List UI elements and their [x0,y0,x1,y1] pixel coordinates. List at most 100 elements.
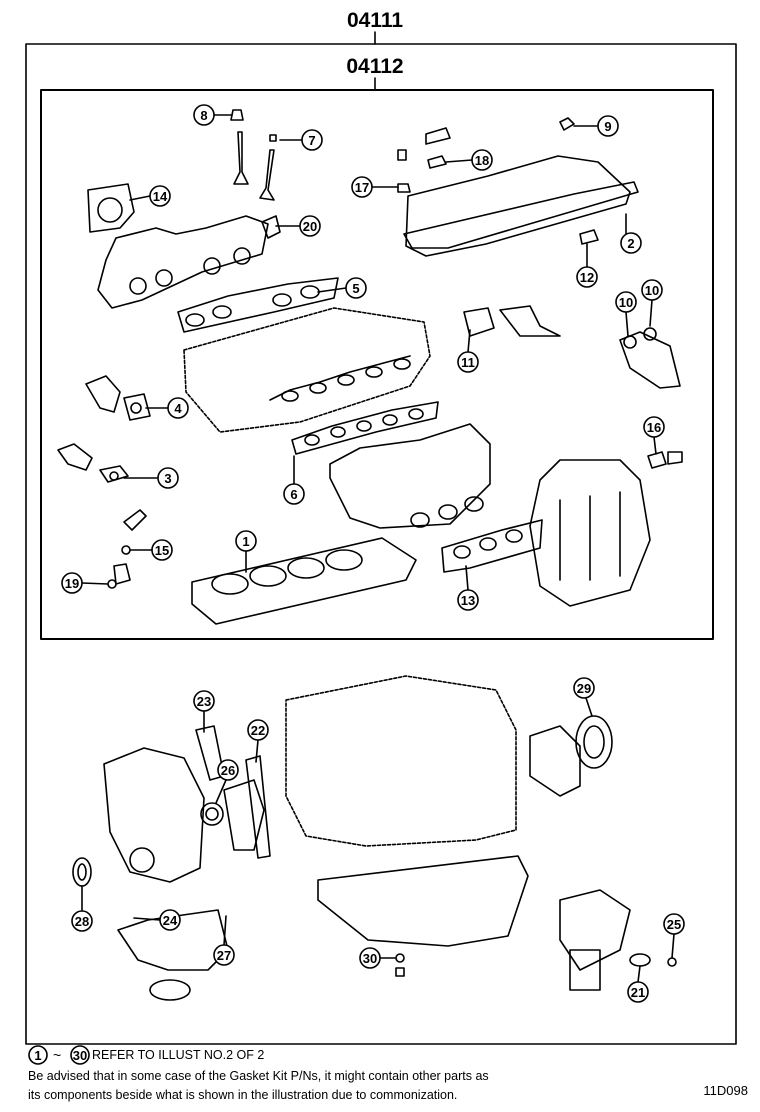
gasket-22 [245,755,271,859]
svg-text:30: 30 [73,1048,87,1063]
inner-frame [40,89,714,640]
callout-13: 13 [457,565,479,611]
svg-text:28: 28 [75,914,89,929]
svg-text:27: 27 [217,948,231,963]
intake-gasket-5 [177,277,339,333]
water-pump [223,779,265,851]
callout-5: 5 [317,277,367,299]
note-range-end: 30 [70,1045,90,1065]
header-top-code: 04111 [347,9,403,32]
callout-16: 16 [643,416,665,455]
seal-28 [72,857,92,887]
callout-24: 24 [133,909,181,931]
svg-text:23: 23 [197,694,211,709]
svg-text:16: 16 [647,420,661,435]
throttle-gasket [87,183,135,233]
callout-30: 30 [359,947,397,969]
svg-text:8: 8 [200,108,207,123]
callout-10b: 10 [641,279,663,327]
water-bypass [463,305,681,389]
svg-text:1: 1 [34,1048,41,1063]
note-range-start: 1 [28,1045,48,1065]
callout-18: 18 [445,149,493,171]
callout-1: 1 [235,530,257,573]
gasket-20 [261,215,281,239]
callout-4: 4 [145,397,189,419]
header-sub-code: 04112 [346,55,403,78]
callout-6: 6 [283,455,305,505]
intake-gasket-13 [441,519,543,573]
thermostat-parts [57,443,129,483]
svg-text:24: 24 [163,913,178,928]
drain-plug-30 [395,953,405,977]
svg-text:15: 15 [155,543,169,558]
oil-filter-parts [559,889,677,991]
callout-2: 2 [620,213,642,254]
outer-frame [25,43,737,1045]
callout-9: 9 [573,115,619,137]
callout-20: 20 [275,215,321,237]
callout-23: 23 [193,690,215,733]
svg-text:10: 10 [645,283,659,298]
svg-text:17: 17 [355,180,369,195]
svg-text:18: 18 [475,153,489,168]
svg-text:10: 10 [619,295,633,310]
callout-26: 26 [215,759,239,804]
cylinder-block [285,675,517,847]
callout-12: 12 [576,243,598,288]
head-gasket-1 [191,537,417,625]
svg-text:22: 22 [251,723,265,738]
svg-text:19: 19 [65,576,79,591]
callout-3: 3 [123,467,179,489]
rear-oil-seal [529,715,613,797]
note-line-1: REFER TO ILLUST NO.2 OF 2 [92,1048,265,1062]
note-tilde: ~ [53,1047,61,1063]
exhaust-gasket-6 [291,401,439,455]
exhaust-manifold [329,423,491,529]
callout-27: 27 [213,915,235,966]
callout-8: 8 [193,104,233,126]
intake-manifold-lower [529,459,651,607]
callout-14: 14 [129,185,171,207]
callout-25: 25 [663,913,685,959]
svg-text:11: 11 [461,355,475,370]
svg-text:26: 26 [221,763,235,778]
callout-29: 29 [573,677,595,717]
svg-text:30: 30 [363,951,377,966]
note-line-3: its components beside what is shown in t… [28,1088,458,1102]
callout-7: 7 [279,129,323,151]
intake-manifold-upper [97,215,269,309]
svg-text:13: 13 [461,593,475,608]
svg-text:14: 14 [153,189,168,204]
oil-seal-26 [200,802,224,826]
svg-text:6: 6 [290,487,297,502]
svg-text:12: 12 [580,270,594,285]
water-outlet [85,375,151,421]
injector [107,509,147,589]
callout-28: 28 [71,885,93,932]
callout-11: 11 [457,329,479,373]
callout-15: 15 [129,539,173,561]
diagram-code: 11D098 [703,1083,748,1098]
svg-text:7: 7 [308,133,315,148]
gasket-16 [647,451,683,469]
valve-cover [397,117,639,257]
svg-text:4: 4 [174,401,182,416]
callout-17: 17 [351,176,399,198]
svg-text:20: 20 [303,219,317,234]
callout-21: 21 [627,965,649,1003]
svg-text:2: 2 [627,236,634,251]
note-line-2: Be advised that in some case of the Gask… [28,1069,489,1083]
valve-parts [230,109,277,201]
svg-text:21: 21 [631,985,645,1000]
svg-text:29: 29 [577,681,591,696]
svg-text:25: 25 [667,917,681,932]
callout-10a: 10 [615,291,637,337]
timing-cover [103,747,205,883]
callout-22: 22 [247,719,269,763]
svg-text:9: 9 [604,119,611,134]
callout-19: 19 [61,572,109,594]
svg-text:1: 1 [242,534,249,549]
svg-text:5: 5 [352,281,359,296]
